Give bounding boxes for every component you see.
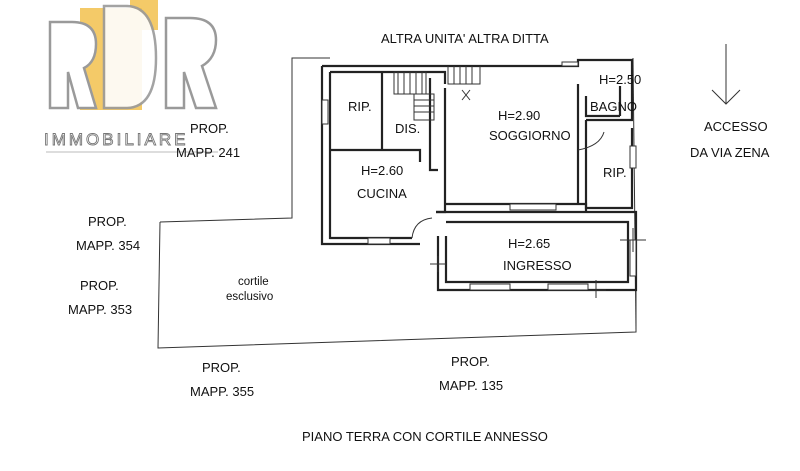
room-ingresso: INGRESSO — [503, 258, 572, 273]
room-bagno-height: H=2.50 — [599, 72, 641, 87]
courtyard-label-line1: cortile — [238, 276, 269, 288]
neighbor-354-line2: MAPP. 354 — [76, 238, 140, 253]
room-soggiorno-height: H=2.90 — [498, 108, 540, 123]
room-dis: DIS. — [395, 121, 420, 136]
room-rip-right: RIP. — [603, 165, 627, 180]
neighbor-354-line1: PROP. — [88, 214, 127, 229]
neighbor-135-line2: MAPP. 135 — [439, 378, 503, 393]
bottom-caption: PIANO TERRA CON CORTILE ANNESSO — [302, 429, 548, 444]
room-ingresso-height: H=2.65 — [508, 236, 550, 251]
neighbor-135-line1: PROP. — [451, 354, 490, 369]
neighbor-353-line2: MAPP. 353 — [68, 302, 132, 317]
room-rip-left: RIP. — [348, 99, 372, 114]
access-arrow-icon — [711, 44, 741, 105]
neighbor-241-line1: PROP. — [190, 121, 229, 136]
access-label-line2: DA VIA ZENA — [690, 145, 770, 160]
neighbor-355-line2: MAPP. 355 — [190, 384, 254, 399]
courtyard-label-line2: esclusivo — [226, 291, 273, 303]
building-walls — [320, 58, 646, 298]
room-cucina-height: H=2.60 — [361, 163, 403, 178]
neighbor-241-line2: MAPP. 241 — [176, 145, 240, 160]
room-bagno: BAGNO — [590, 99, 637, 114]
lot-boundary — [159, 57, 330, 223]
room-cucina: CUCINA — [357, 186, 407, 201]
rdr-logo: IMMOBILIARE — [44, 0, 218, 153]
neighbor-355-line1: PROP. — [202, 360, 241, 375]
neighbor-353-line1: PROP. — [80, 278, 119, 293]
logo-subtitle: IMMOBILIARE — [44, 130, 188, 149]
top-label: ALTRA UNITA' ALTRA DITTA — [381, 31, 549, 46]
room-soggiorno: SOGGIORNO — [489, 128, 571, 143]
access-label-line1: ACCESSO — [704, 119, 768, 134]
